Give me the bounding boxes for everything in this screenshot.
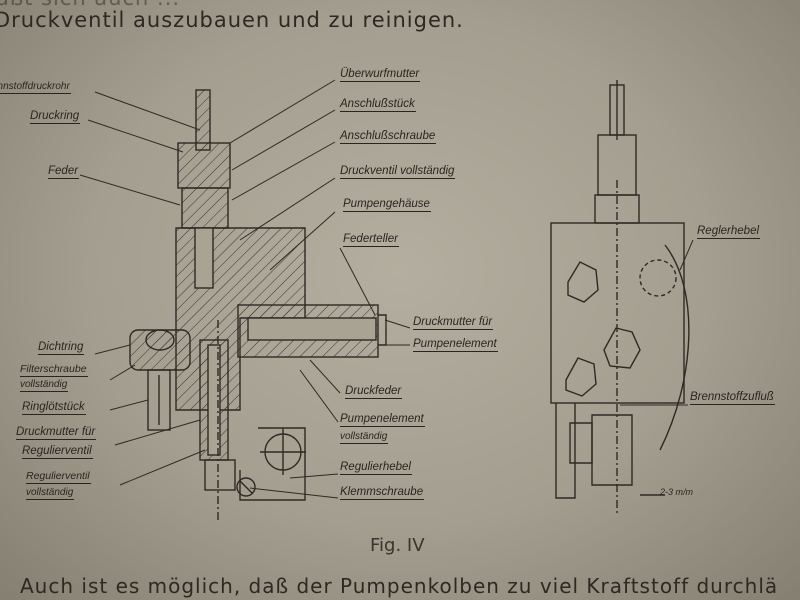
- label-reglerhebel: Reglerhebel: [697, 225, 761, 239]
- side-view: [550, 80, 690, 515]
- label-regulierventil: Regulierventil: [26, 470, 91, 484]
- label-feder: Feder: [48, 165, 80, 179]
- section-view: [129, 89, 387, 520]
- label-filterschraube-2: vollständig: [20, 379, 69, 392]
- label-druckventil: Druckventil vollständig: [340, 165, 456, 179]
- label-anschlussstueck: Anschlußstück: [340, 98, 416, 112]
- label-filterschraube: Filterschraube: [20, 363, 88, 377]
- label-druckmutter-pumpenelement-2: Pumpenelement: [413, 338, 498, 352]
- label-druckmutter-regulierventil: Druckmutter für: [16, 426, 97, 440]
- label-druckmutter-pumpenelement: Druckmutter für: [413, 316, 494, 330]
- top-text-line: Druckventil auszubauen und zu reinigen.: [0, 8, 464, 32]
- label-dimension: 2-3 m/m: [660, 487, 694, 497]
- label-pumpenelement-2: vollständig: [340, 431, 389, 444]
- label-druckmutter-regulierventil-2: Regulierventil: [22, 445, 93, 459]
- label-klemmschraube: Klemmschraube: [340, 486, 425, 500]
- figure-caption: Fig. IV: [370, 535, 425, 556]
- label-regulierhebel: Regulierhebel: [340, 461, 412, 475]
- label-ueberwurfmutter: Überwurfmutter: [340, 68, 421, 82]
- label-anschlussschraube: Anschlußschraube: [340, 130, 437, 144]
- top-text-partial: äßt sich auch ...: [0, 0, 180, 10]
- label-druckfeder: Druckfeder: [345, 385, 403, 399]
- label-ringloetstueck: Ringlötstück: [22, 401, 86, 415]
- label-druckring: Druckring: [30, 110, 81, 124]
- label-dichtring: Dichtring: [38, 341, 85, 355]
- bottom-text-line: Auch ist es möglich, daß der Pumpenkolbe…: [20, 574, 779, 598]
- label-pumpenelement: Pumpenelement: [340, 413, 425, 427]
- label-pumpengehaeuse: Pumpengehäuse: [343, 198, 431, 212]
- leader-lines: [79, 79, 694, 499]
- label-regulierventil-2: vollständig: [26, 487, 75, 500]
- label-brennstoffzufluss: Brennstoffzufluß: [690, 391, 775, 405]
- label-federteller: Federteller: [343, 233, 399, 247]
- label-brennstoffdruckrohr: Brennstoffdruckrohr: [0, 80, 71, 94]
